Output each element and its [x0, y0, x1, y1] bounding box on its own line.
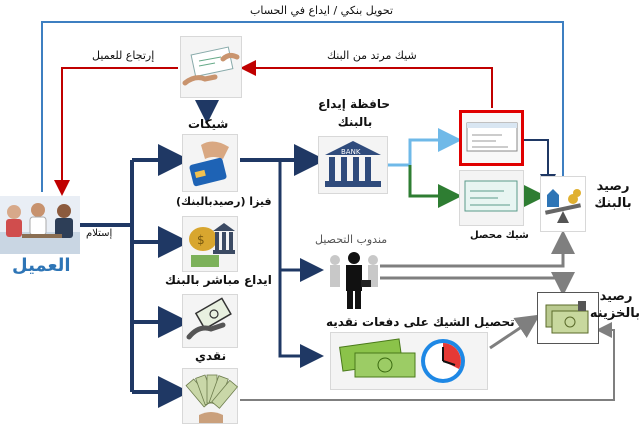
cash-clock-to-treasury [489, 314, 540, 350]
return-to-client-label: إرتجاع للعميل [92, 49, 155, 62]
bank-balance-title: رصيد بالبنك [590, 179, 636, 212]
bank-building-icon: BANK [325, 141, 381, 187]
deposit-wallet-title: حافظة إيداع بالبنك [317, 97, 390, 130]
collected-cheque-icon [464, 180, 518, 212]
deposit-wallet-line2: بالبنك [337, 114, 373, 129]
visa-card-icon [189, 141, 229, 187]
cheque-handover-icon [182, 46, 240, 86]
cash-label: نقدي [195, 349, 227, 363]
collected-cheque-box [459, 170, 524, 226]
treasury-balance-title: رصيد بالخزينه [589, 289, 640, 322]
bank-sign: BANK [341, 148, 361, 156]
client-meeting-icon [0, 196, 80, 254]
cheque-to-bank-balance [524, 139, 556, 190]
collector-label: مندوب التحصيل [315, 233, 388, 246]
returned-cheque-arrow [240, 60, 493, 108]
treasury-cash-icon [545, 301, 589, 334]
treasury-balance-line2: بالخزينه [589, 305, 640, 321]
returned-cheque-box [459, 110, 524, 166]
bank-balance-line2: بالبنك [594, 195, 632, 211]
client-title: العميل [12, 255, 71, 276]
returned-cheque-label: شيك مرتد من البنك [327, 49, 417, 62]
visa-branch-down [278, 160, 324, 368]
collector-to-treasury [380, 272, 575, 296]
visa-box [182, 134, 238, 192]
cheque-handover-box [180, 36, 242, 98]
cash-fan-icon [185, 374, 239, 423]
deposit-wallet-line1: حافظة إيداع [317, 97, 390, 111]
bank-building-box: BANK [318, 136, 388, 194]
cash-clock-icon [339, 338, 465, 383]
cash-hand-icon [186, 297, 232, 340]
direct-deposit-label: ايداع مباشر بالبنك [165, 273, 272, 287]
treasury-balance-line1: رصيد [599, 289, 633, 304]
bank-balance-line1: رصيد [596, 179, 630, 194]
collected-cheque-label: شيك محصل [470, 230, 529, 241]
return-to-client-arrow [54, 67, 178, 196]
bank-balance-box [540, 176, 586, 232]
cash-fan-to-treasury [240, 322, 615, 401]
transfer-label: تحويل بنكي / ايداع في الحساب [250, 4, 394, 17]
svg-text:$: $ [197, 233, 205, 247]
collector-people-icon [330, 252, 378, 309]
bank-balance-scale-icon [544, 189, 582, 223]
client-image-box [0, 196, 80, 254]
transfer-arrow [41, 21, 571, 192]
returned-cheque-icon [466, 122, 518, 152]
collector-to-bank [380, 230, 575, 268]
direct-deposit-box: $ [182, 216, 238, 272]
collector-people-box [325, 250, 383, 310]
receive-label: إستلام [86, 228, 113, 239]
wallet-to-collected-cheque [408, 165, 462, 208]
cash-fan-box [182, 368, 239, 424]
treasury-box [537, 292, 599, 344]
bank-deposit-icon: $ [189, 223, 235, 267]
cheques-label: شيكات [188, 117, 229, 131]
visa-label: فيزا (رصيدبالبنك) [176, 195, 272, 208]
cash-box [182, 294, 238, 348]
collect-cheque-cash-label: تحصيل الشيك على دفعات نقديه [326, 315, 515, 329]
wallet-to-deposit-cheque [388, 128, 462, 167]
cash-clock-box [330, 332, 488, 390]
